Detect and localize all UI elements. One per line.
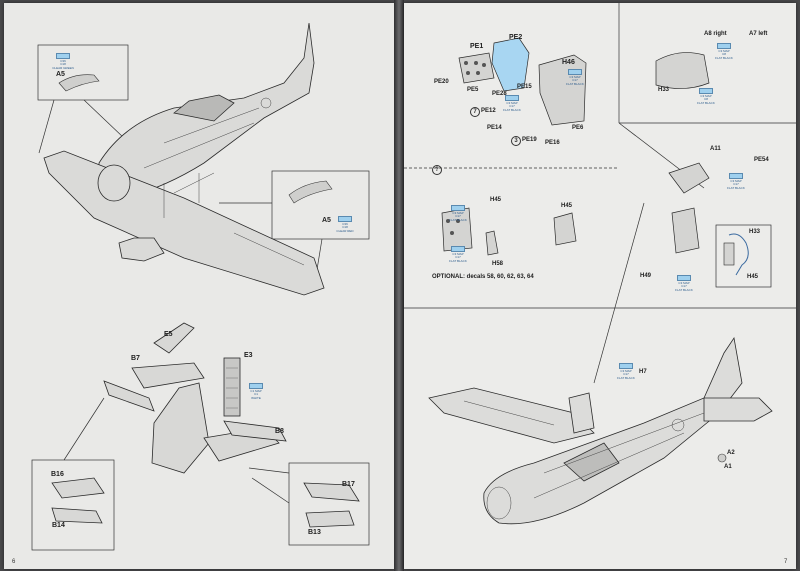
part-label-b14: B14 (52, 522, 65, 529)
part-label-h45-box: H45 (747, 274, 759, 280)
optional-decals-note: OPTIONAL: decals 58, 60, 62, 63, 64 (432, 274, 534, 280)
step-number-pe12: 7 (470, 107, 480, 117)
part-label-pe20: PE20 (434, 79, 449, 85)
part-label-a1: A1 (724, 464, 732, 470)
part-label-pe6: PE6 (572, 125, 584, 131)
part-label-b17: B17 (342, 481, 355, 488)
step-number-pe19: 3 (511, 136, 521, 146)
part-label-h45-b: H45 (561, 203, 573, 209)
part-label-h33-top: H33 (658, 87, 670, 93)
part-label-pe54: PE54 (754, 157, 769, 163)
part-label-a7-left: A7 left (749, 31, 768, 37)
part-label-h7: H7 (639, 369, 647, 375)
part-label-h49: H49 (640, 273, 652, 279)
part-label-pe1: PE1 (470, 43, 484, 50)
page-number-left: 6 (12, 559, 16, 565)
part-label-pe16: PE16 (545, 140, 560, 146)
left-assembly-drawing (31, 22, 370, 551)
book-spine (394, 0, 404, 571)
part-label-pe14: PE14 (487, 125, 502, 131)
part-label-e3: E3 (244, 352, 253, 359)
optional-marker: ? (432, 165, 442, 175)
part-label-pe19: PE19 (522, 137, 537, 143)
page-number-right: 7 (784, 559, 788, 565)
part-label-b8: B8 (275, 428, 284, 435)
part-label-a5-top: A5 (56, 71, 65, 78)
part-label-h45-a: H45 (490, 197, 502, 203)
part-label-pe12: PE12 (481, 108, 496, 114)
part-label-a11: A11 (710, 146, 721, 152)
instruction-page-right: PE1 PE2 H46 PE20 PE5 PE28 PE15 7 PE12 PE… (404, 3, 796, 569)
part-label-a5-right: A5 (322, 217, 331, 224)
part-label-b16: B16 (51, 471, 64, 478)
part-label-pe15: PE15 (517, 84, 532, 90)
right-assembly-drawing (404, 3, 796, 525)
part-label-a2: A2 (727, 450, 735, 456)
part-label-a8-right: A8 right (704, 31, 727, 37)
part-label-b7: B7 (131, 355, 140, 362)
part-label-e5: E5 (164, 331, 173, 338)
part-label-pe2: PE2 (509, 34, 523, 41)
part-label-pe28: PE28 (492, 91, 507, 97)
part-label-b13: B13 (308, 529, 321, 536)
part-label-pe5: PE5 (467, 87, 479, 93)
part-label-h46: H46 (562, 59, 575, 66)
part-label-h58: H58 (492, 261, 504, 267)
part-label-h33-box: H33 (749, 229, 761, 235)
